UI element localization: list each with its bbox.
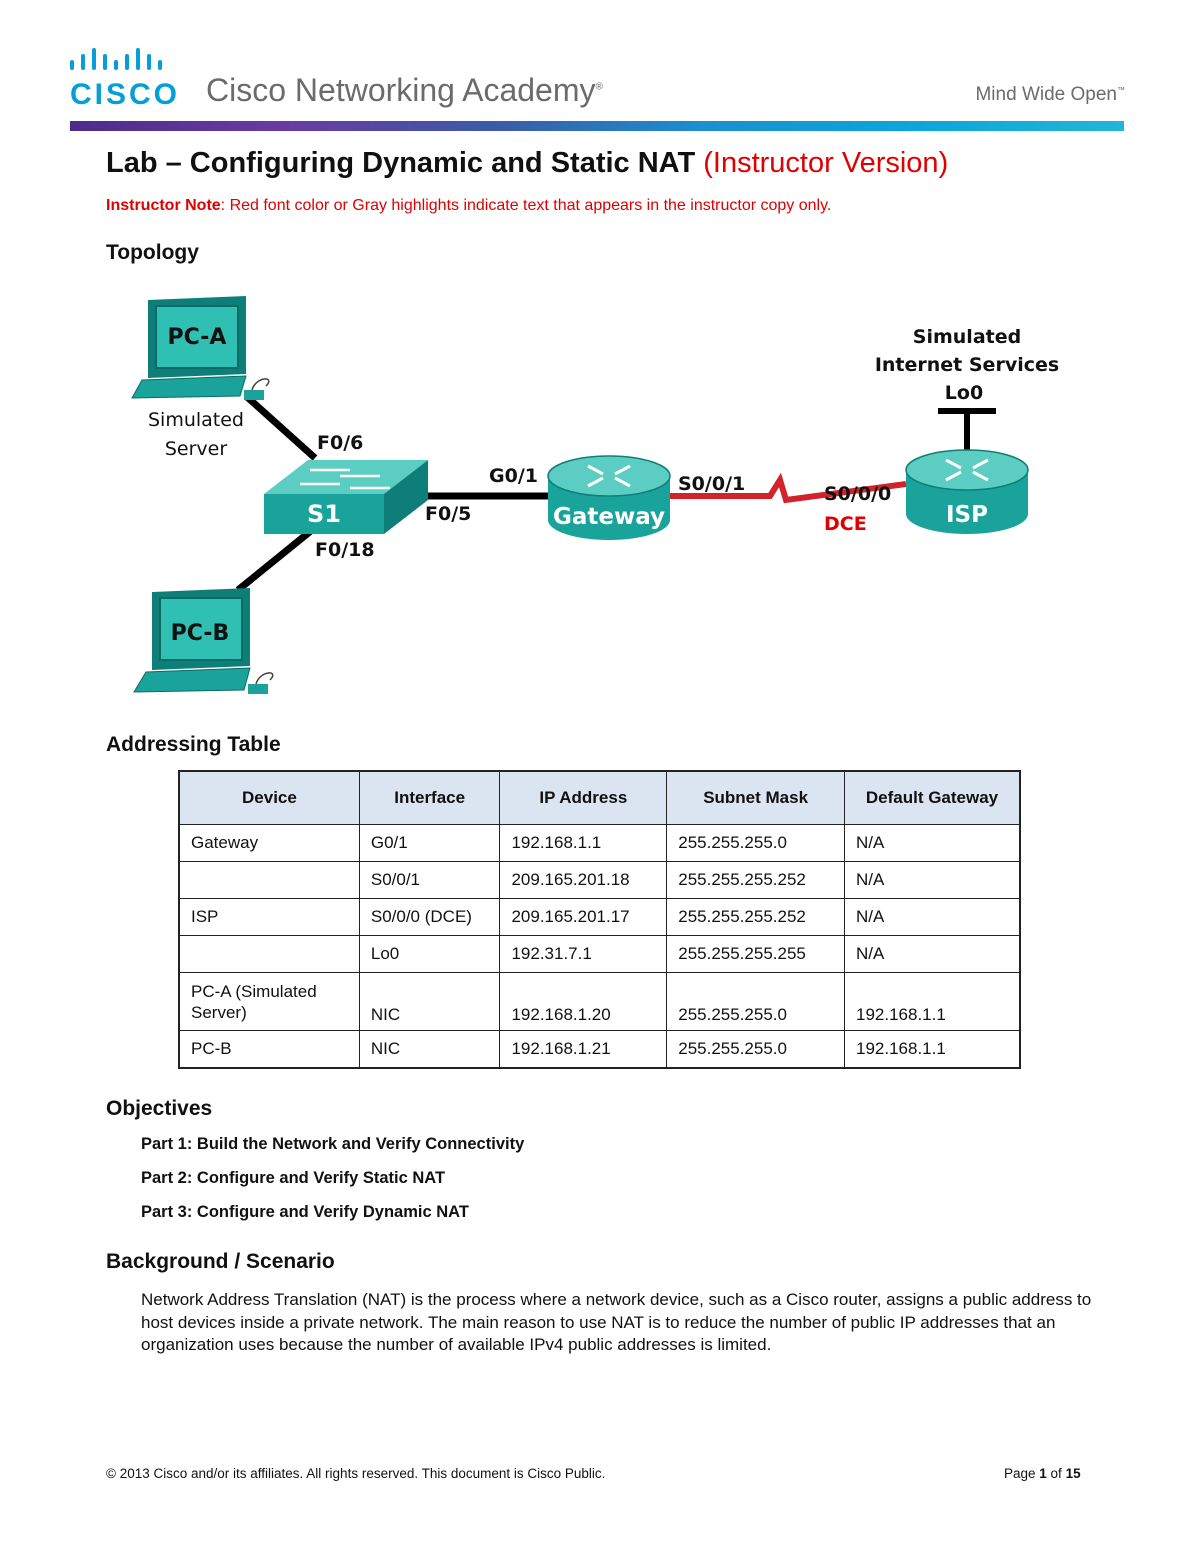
link-pca-s1: [243, 393, 318, 461]
table-cell: 255.255.255.255: [666, 935, 845, 973]
table-cell: G0/1: [358, 824, 501, 862]
pc-a-note-2: Server: [165, 438, 227, 460]
table-cell: 255.255.255.0: [666, 972, 845, 1031]
th-interface: Interface: [358, 770, 501, 825]
table-cell: 192.168.1.21: [499, 1030, 668, 1069]
cisco-logo-text: CISCO: [70, 78, 181, 111]
table-cell: N/A: [844, 935, 1021, 973]
label-s001: S0/0/1: [678, 473, 745, 495]
label-f06: F0/6: [317, 432, 363, 454]
table-cell: 192.168.1.1: [499, 824, 668, 862]
topology-diagram: PC-A Simulated Server PC-B S1 Gateway: [131, 296, 1059, 694]
table-cell: Gateway: [178, 824, 360, 862]
th-gateway: Default Gateway: [844, 770, 1021, 825]
objectives-heading: Objectives: [106, 1097, 213, 1120]
s1-label: S1: [307, 500, 341, 528]
table-cell: Lo0: [358, 935, 501, 973]
isp-note-3: Lo0: [945, 382, 983, 404]
table-header-row: Device Interface IP Address Subnet Mask …: [178, 770, 1021, 825]
router-isp-icon: ISP: [905, 449, 1029, 534]
isp-note-1: Simulated: [913, 326, 1021, 348]
serial-link: [670, 472, 907, 504]
isp-label: ISP: [946, 502, 988, 528]
objective-part-2: Part 2: Configure and Verify Static NAT: [141, 1169, 446, 1187]
instructor-note: Instructor Note: Red font color or Gray …: [106, 197, 832, 214]
cisco-logo-bars-icon: [70, 48, 162, 70]
table-cell: NIC: [358, 972, 501, 1031]
router-gateway-icon: Gateway: [547, 455, 671, 540]
table-cell: 255.255.255.252: [666, 898, 845, 936]
table-cell: NIC: [358, 1030, 501, 1069]
table-cell: PC-A (Simulated Server): [178, 972, 360, 1031]
table-cell: N/A: [844, 861, 1021, 899]
table-cell: 192.168.1.1: [844, 972, 1021, 1031]
label-g01: G0/1: [489, 465, 538, 487]
footer-copyright: © 2013 Cisco and/or its affiliates. All …: [106, 1466, 606, 1481]
th-ip: IP Address: [499, 770, 668, 825]
table-cell: 209.165.201.17: [499, 898, 668, 936]
label-f018: F0/18: [315, 539, 375, 561]
tagline: Mind Wide Open™: [975, 84, 1125, 105]
table-cell: 255.255.255.0: [666, 1030, 845, 1069]
label-f05: F0/5: [425, 503, 471, 525]
gateway-label: Gateway: [553, 504, 665, 530]
isp-note-2: Internet Services: [875, 354, 1059, 376]
table-cell: N/A: [844, 898, 1021, 936]
table-cell: N/A: [844, 824, 1021, 862]
pc-b-icon: PC-B: [133, 588, 274, 694]
addressing-table: Device Interface IP Address Subnet Mask …: [178, 770, 1021, 1069]
table-cell: 255.255.255.252: [666, 861, 845, 899]
pc-a-label: PC-A: [168, 325, 227, 350]
table-cell: 192.168.1.20: [499, 972, 668, 1031]
background-heading: Background / Scenario: [106, 1250, 335, 1273]
table-cell: 192.168.1.1: [844, 1030, 1021, 1069]
page-title: Lab – Configuring Dynamic and Static NAT…: [106, 147, 949, 179]
table-cell: [178, 861, 360, 899]
academy-title: Cisco Networking Academy®: [206, 72, 603, 108]
link-pcb-s1: [235, 527, 315, 593]
table-cell: 192.31.7.1: [499, 935, 668, 973]
pc-a-icon: PC-A: [131, 296, 270, 400]
table-cell: 255.255.255.0: [666, 824, 845, 862]
topology-heading: Topology: [106, 241, 199, 264]
table-cell: S0/0/0 (DCE): [358, 898, 501, 936]
objective-part-1: Part 1: Build the Network and Verify Con…: [141, 1135, 525, 1153]
label-s000: S0/0/0: [824, 483, 891, 505]
switch-s1-icon: S1: [264, 460, 428, 534]
th-mask: Subnet Mask: [666, 770, 845, 825]
table-cell: PC-B: [178, 1030, 360, 1069]
header-gradient-rule: [70, 121, 1124, 131]
background-paragraph: Network Address Translation (NAT) is the…: [141, 1290, 1092, 1354]
table-cell: 209.165.201.18: [499, 861, 668, 899]
th-device: Device: [178, 770, 360, 825]
pc-b-label: PC-B: [171, 621, 230, 646]
table-cell: S0/0/1: [358, 861, 501, 899]
footer-page-number: Page 1 of 15: [1004, 1466, 1081, 1481]
addressing-heading: Addressing Table: [106, 733, 281, 756]
label-dce: DCE: [824, 513, 867, 535]
table-cell: [178, 935, 360, 973]
pc-a-note-1: Simulated: [148, 409, 244, 431]
table-cell: ISP: [178, 898, 360, 936]
objective-part-3: Part 3: Configure and Verify Dynamic NAT: [141, 1203, 469, 1221]
